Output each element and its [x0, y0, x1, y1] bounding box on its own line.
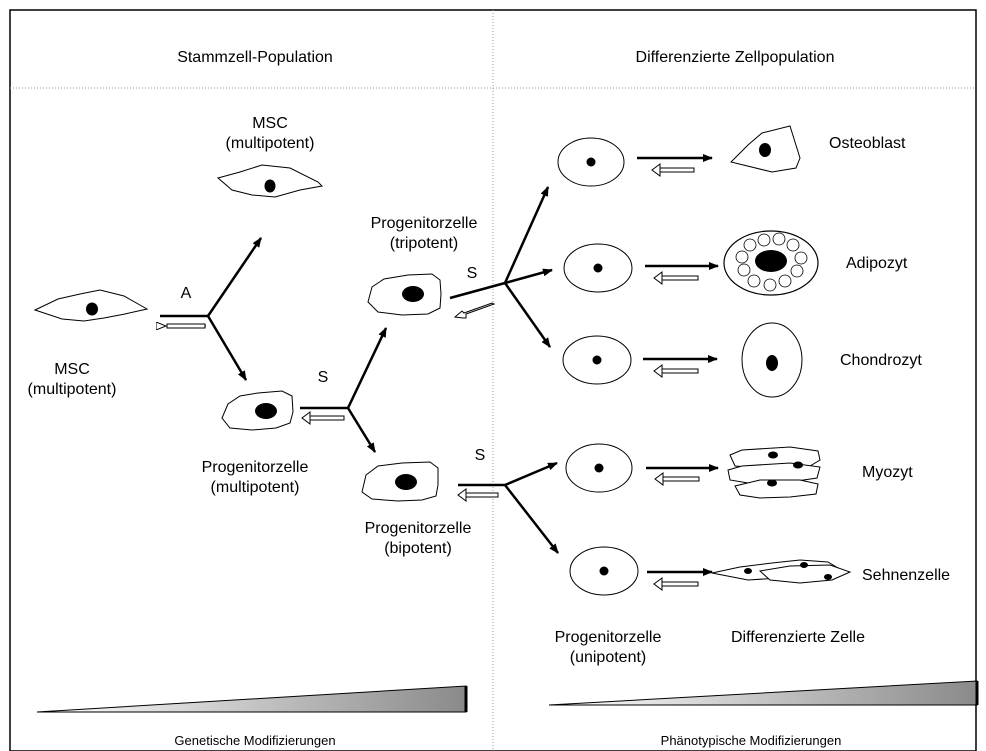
- label-differentiated-cell: Differenzierte Zelle: [731, 629, 865, 646]
- dedifferentiation-arrows: [651, 163, 700, 591]
- phenotypic-gradient-wedge: [548, 680, 978, 706]
- msc-top-cell: [216, 164, 324, 198]
- label-progenitor-bipotent-name: Progenitorzelle: [364, 520, 472, 537]
- progenitor-bipotent-cell: [361, 461, 439, 502]
- left-branch-arrows: [160, 237, 388, 453]
- label-progenitor-tripotent-potency: (tripotent): [389, 235, 459, 252]
- unipotent-progenitor-cells: [557, 137, 639, 596]
- chondrocyte-cell: [741, 322, 803, 398]
- label-osteoblast: Osteoblast: [829, 135, 906, 152]
- label-progenitor-multipotent: Progenitorzelle (multipotent): [170, 458, 340, 498]
- label-progenitor-tripotent: Progenitorzelle (tripotent): [339, 214, 509, 254]
- differentiation-arrows: [637, 154, 719, 576]
- myocyte-cell: [727, 446, 821, 499]
- label-msc-top: MSC (multipotent): [210, 114, 330, 154]
- header-differentiated-population: Differenzierte Zellpopulation: [635, 49, 835, 66]
- label-progenitor-unipotent-name: Progenitorzelle: [554, 629, 662, 646]
- footer-genetic-modifications: Genetische Modifizierungen: [174, 733, 336, 748]
- label-msc-top-name: MSC: [252, 115, 288, 132]
- label-msc-left-potency: (multipotent): [27, 381, 117, 398]
- label-progenitor-multipotent-name: Progenitorzelle: [201, 459, 309, 476]
- label-myocyte: Myozyt: [862, 464, 913, 481]
- marker-a: A: [180, 285, 192, 302]
- footer-phenotypic-modifications: Phänotypische Modifizierungen: [660, 733, 842, 748]
- unipotent-nuclei: [586, 157, 609, 576]
- label-msc-left-name: MSC: [54, 361, 90, 378]
- label-progenitor-unipotent-potency: (unipotent): [569, 649, 647, 666]
- marker-s1: S: [317, 369, 329, 386]
- header-stem-cell-population: Stammzell-Population: [177, 49, 333, 66]
- msc-left-cell: [33, 289, 149, 322]
- label-progenitor-bipotent: Progenitorzelle (bipotent): [333, 519, 503, 559]
- genetic-gradient-wedge: [36, 685, 467, 713]
- reverse-arrow-s2: [453, 302, 496, 319]
- label-chondrocyte: Chondrozyt: [840, 352, 922, 369]
- label-progenitor-bipotent-potency: (bipotent): [384, 540, 452, 557]
- reverse-arrow-s1: [309, 415, 345, 421]
- osteoblast-cell: [730, 125, 801, 173]
- label-adipocyte: Adipozyt: [846, 255, 908, 272]
- label-msc-top-potency: (multipotent): [225, 135, 315, 152]
- label-progenitor-multipotent-potency: (multipotent): [210, 479, 300, 496]
- tripotent-branch-arrows: [449, 186, 553, 348]
- label-msc-left: MSC (multipotent): [12, 360, 132, 400]
- marker-s3: S: [474, 447, 486, 464]
- tendon-cell: [711, 559, 852, 584]
- label-progenitor-unipotent: Progenitorzelle (unipotent): [528, 628, 688, 668]
- bipotent-branch-arrows: [458, 461, 559, 554]
- marker-s2: S: [466, 265, 478, 282]
- label-progenitor-tripotent-name: Progenitorzelle: [370, 215, 478, 232]
- adipocyte-cell: [723, 230, 819, 296]
- reverse-arrow-s3: [465, 492, 499, 498]
- label-tendon-cell: Sehnenzelle: [862, 567, 951, 584]
- progenitor-multipotent-cell: [221, 390, 294, 431]
- progenitor-tripotent-cell: [367, 273, 442, 316]
